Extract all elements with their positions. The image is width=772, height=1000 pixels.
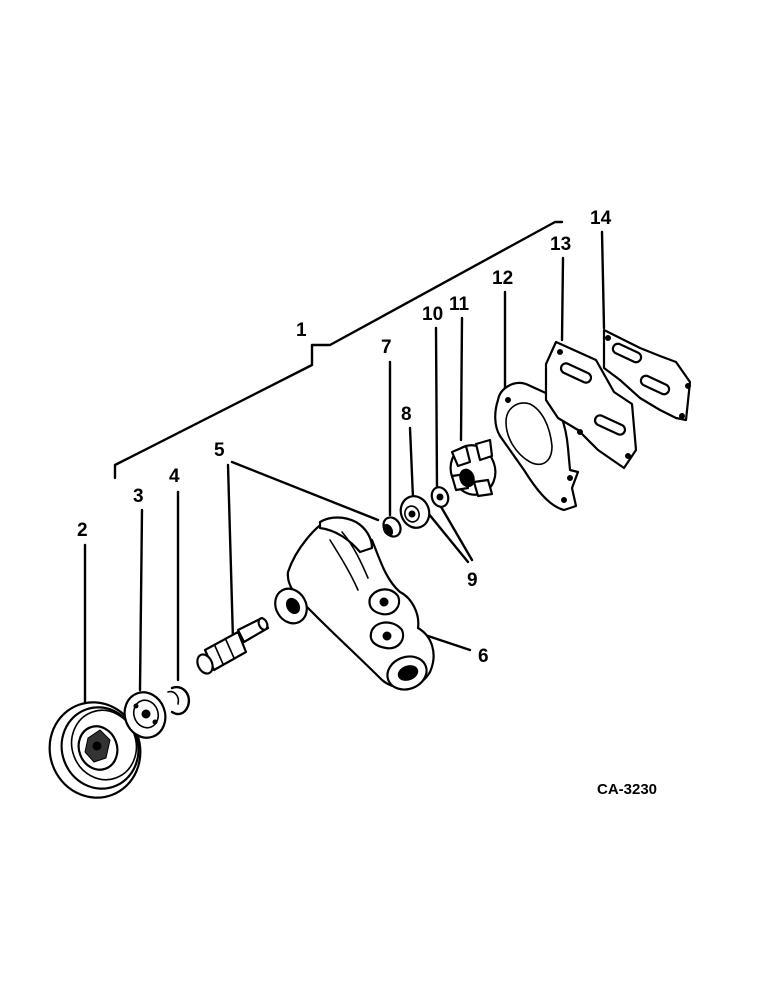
callout-labels: 1 2 3 4 5 6 7 8 9 10 11 12 13 14 [77, 208, 612, 667]
callout-8: 8 [401, 404, 412, 425]
callout-14: 14 [590, 208, 612, 229]
callout-4: 4 [169, 466, 180, 487]
assembly-bracket [113, 220, 564, 480]
callout-1: 1 [296, 320, 307, 341]
leader-lines [83, 230, 606, 707]
impeller-part [449, 438, 497, 498]
callout-9: 9 [467, 570, 478, 591]
cover-part [602, 328, 692, 422]
shaft-bearing-part [196, 616, 270, 675]
pulley-part [48, 701, 142, 799]
callout-10: 10 [422, 304, 443, 325]
callout-6: 6 [478, 646, 489, 667]
callout-2: 2 [77, 520, 88, 541]
hub-part [123, 691, 167, 739]
callout-3: 3 [133, 486, 144, 507]
seal-part [399, 495, 431, 529]
pump-housing-part [274, 516, 435, 691]
callout-7: 7 [381, 337, 392, 358]
drawing-code: CA-3230 [597, 781, 657, 798]
washer-part [430, 486, 450, 508]
plate-part [544, 340, 638, 470]
callout-13: 13 [550, 234, 571, 255]
callout-12: 12 [492, 268, 513, 289]
snap-ring-part [167, 685, 191, 716]
callout-5: 5 [214, 440, 225, 461]
callout-11: 11 [449, 294, 470, 315]
plug-part [382, 516, 402, 538]
